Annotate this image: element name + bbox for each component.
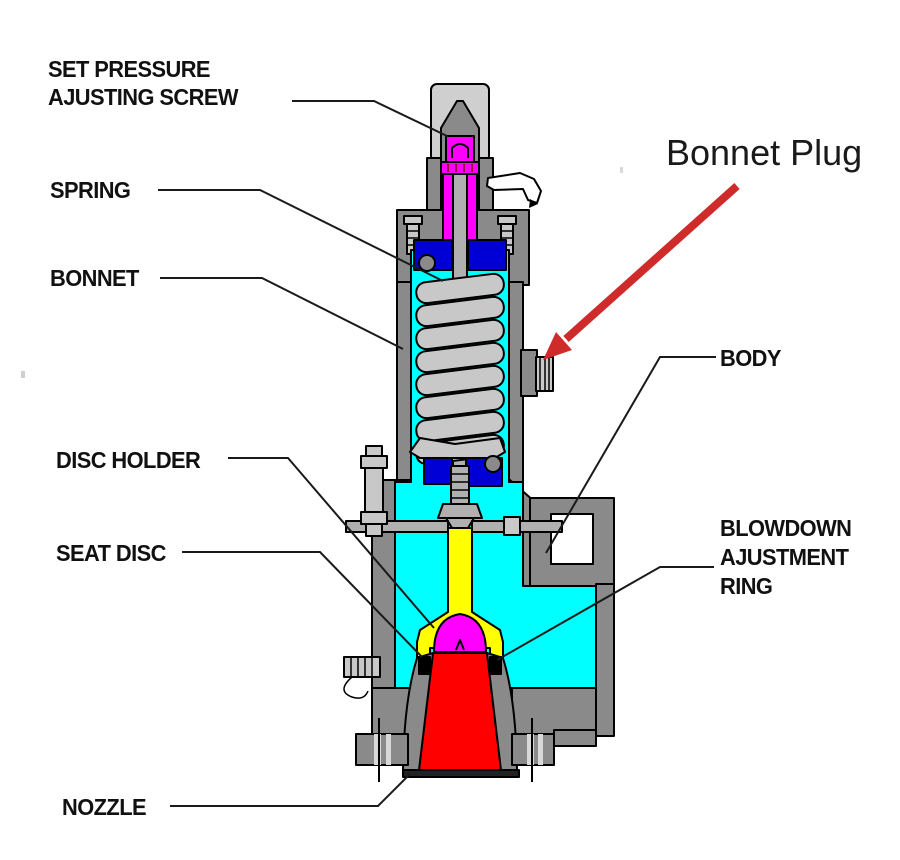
bonnet-plug — [535, 356, 554, 392]
leader-seat-disc — [182, 551, 423, 658]
leader-blowdown — [496, 566, 714, 661]
bonnet-joint-stud — [360, 445, 388, 537]
blowdown-ring-left — [418, 656, 431, 675]
leader-set-pressure — [292, 100, 448, 137]
guide-rod-connector — [503, 516, 521, 536]
blowdown-ring-right — [489, 656, 502, 675]
bottom-spring-retainer — [409, 437, 506, 487]
label-nozzle: NOZZLE — [62, 794, 147, 820]
seat-disc — [433, 613, 487, 653]
inlet-flange-bolt-left — [355, 718, 409, 782]
label-set-pressure-adjusting-screw: SET PRESSURE AJUSTING SCREW — [48, 56, 238, 111]
nozzle-base — [402, 769, 520, 778]
seat-disc-center — [455, 639, 465, 651]
top-spring-retainer — [413, 239, 507, 272]
label-spring: SPRING — [50, 177, 131, 203]
set-pressure-adjusting-screw — [440, 135, 480, 241]
label-seat-disc: SEAT DISC — [56, 540, 166, 566]
drain-plug — [343, 656, 381, 699]
leader-bonnet — [160, 277, 404, 350]
spring — [415, 272, 505, 465]
label-blowdown-adjustment-ring: BLOWDOWN AJUSTMENT RING — [720, 515, 852, 599]
stray-mark — [620, 167, 623, 173]
leader-body — [545, 356, 716, 554]
label-bonnet-plug: Bonnet Plug — [666, 132, 863, 173]
label-body: BODY — [720, 345, 781, 371]
leader-nozzle — [170, 773, 411, 807]
label-disc-holder: DISC HOLDER — [56, 447, 201, 473]
bonnet-plug-arrow — [543, 183, 740, 360]
inlet-flange-right — [511, 687, 597, 736]
test-lever — [486, 172, 542, 208]
bonnet-plug-boss — [520, 349, 538, 397]
inlet-flange-bolt-right — [511, 718, 597, 782]
stray-mark — [21, 371, 25, 378]
label-bonnet: BONNET — [50, 265, 139, 291]
leader-disc-holder — [228, 457, 435, 629]
body-right-wall — [595, 583, 615, 737]
leader-spring — [158, 189, 444, 282]
disc-holder — [416, 527, 504, 658]
